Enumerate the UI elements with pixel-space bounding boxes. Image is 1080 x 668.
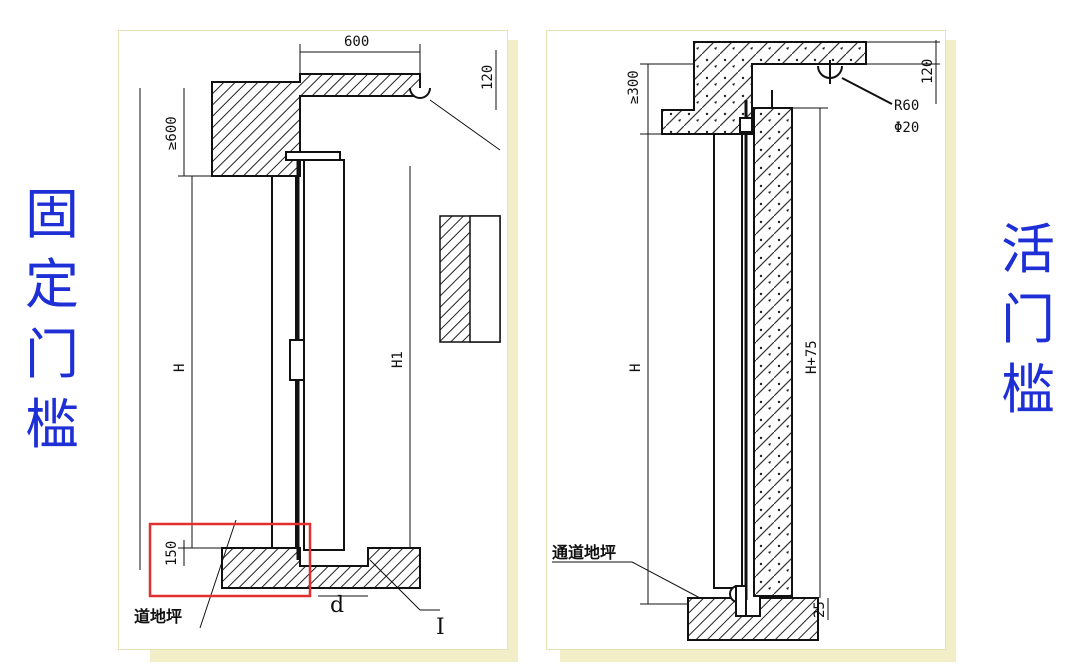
fixed-title-char-3: 门: [25, 323, 79, 386]
movable-title-char-1: 活: [1001, 218, 1055, 281]
left-side-wall-fragment: [439, 215, 501, 343]
left-floor-label: 道地坪: [134, 607, 182, 626]
fixed-threshold-title: 固 定 门 槛: [22, 180, 82, 460]
left-dimension-lines: [139, 44, 501, 629]
fixed-title-char-4: 槛: [25, 393, 79, 456]
right-floor-slab: [687, 597, 819, 641]
dim-120-label: 120: [480, 65, 496, 90]
right-dimension-lines: [552, 40, 940, 620]
right-dim-min-300-label: ≥300: [626, 70, 642, 104]
diameter-label: Φ20: [894, 120, 919, 136]
left-door-leaf: [271, 87, 431, 560]
dim-H-label: H: [172, 364, 188, 372]
dim-25-label: 25: [812, 601, 828, 618]
movable-title-char-3: 槛: [1001, 358, 1055, 421]
dim-d-label: d: [330, 593, 344, 618]
right-dim-120-label: 120: [920, 59, 936, 84]
hook-fitting: [817, 60, 893, 105]
movable-title-char-2: 门: [1001, 288, 1055, 351]
right-floor-label: 通道地坪: [552, 543, 616, 562]
right-dim-H-label: H: [628, 364, 644, 372]
movable-threshold-title: 活 门 槛: [998, 215, 1058, 425]
left-floor-slab: [221, 547, 421, 589]
fixed-title-char-2: 定: [25, 253, 79, 316]
right-ceiling-wall: [661, 41, 867, 135]
dim-H1-label: H1: [390, 351, 406, 368]
dim-min-600-label: ≥600: [164, 116, 180, 150]
detail-mark-label: I: [436, 615, 445, 640]
radius-label: R60: [894, 98, 919, 114]
dim-150-label: 150: [164, 541, 180, 566]
fixed-title-char-1: 固: [25, 183, 79, 246]
dim-600-label: 600: [344, 34, 369, 50]
threshold-highlight-box: [148, 522, 312, 598]
right-door-leaf: [713, 90, 773, 617]
dim-H-plus-75-label: H+75: [804, 340, 820, 374]
right-vertical-wall: [753, 107, 793, 597]
